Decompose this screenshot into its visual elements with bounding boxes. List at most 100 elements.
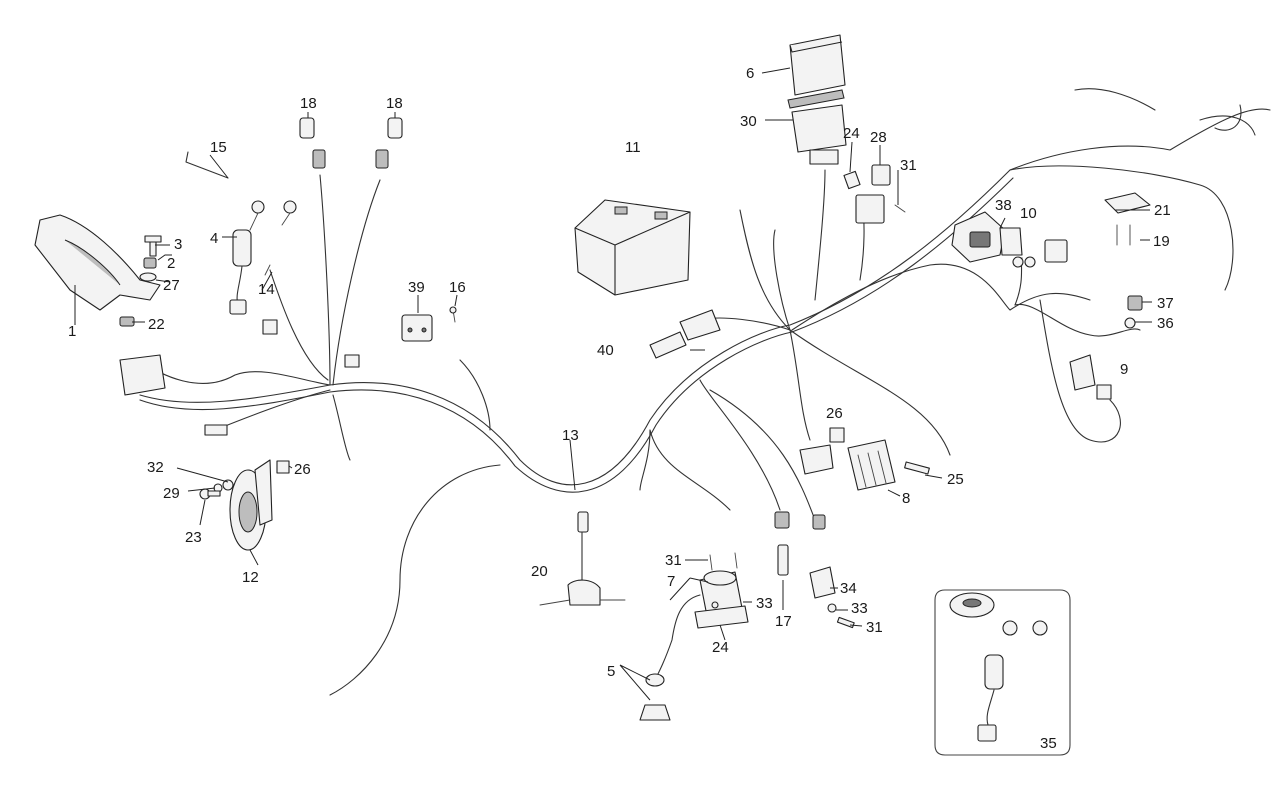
callout-31-coil: 31 — [665, 552, 682, 569]
hex-key — [185, 151, 229, 179]
callout-26-left: 26 — [294, 461, 311, 478]
callout-1: 1 — [68, 323, 76, 340]
ignition-lead-20 — [539, 511, 626, 606]
callout-9: 9 — [1120, 361, 1128, 378]
spark-plug-cap-5 — [639, 673, 671, 721]
regulator-connector — [799, 444, 834, 475]
terminal-36 — [1124, 317, 1136, 329]
fuse-holder — [649, 309, 721, 359]
callout-5: 5 — [607, 663, 615, 680]
callout-23: 23 — [185, 529, 202, 546]
pressure-switch-18a — [299, 117, 326, 169]
relay-28 — [855, 164, 891, 224]
callout-15: 15 — [210, 139, 227, 156]
sensor-9 — [1069, 354, 1112, 400]
switch-10 — [999, 227, 1023, 256]
ecu-bracket-30 — [791, 104, 847, 165]
plate-21 — [1104, 192, 1151, 214]
callout-18-left: 18 — [300, 95, 317, 112]
screws-19 — [1116, 224, 1131, 246]
leader-lines — [74, 67, 1152, 701]
callout-32: 32 — [147, 459, 164, 476]
dash-connector — [119, 354, 166, 396]
ignition-switch-kit-inset — [934, 589, 1071, 756]
washer-33b — [827, 603, 837, 613]
callout-37: 37 — [1157, 295, 1174, 312]
callout-33-sensor: 33 — [851, 600, 868, 617]
callout-39: 39 — [408, 279, 425, 296]
callout-22: 22 — [148, 316, 165, 333]
callout-13: 13 — [562, 427, 579, 444]
callout-34: 34 — [840, 580, 857, 597]
screw-31c — [836, 616, 855, 629]
callout-24-top: 24 — [843, 125, 860, 142]
screw-31a — [894, 204, 906, 213]
callout-26-right: 26 — [826, 405, 843, 422]
callout-31-top: 31 — [900, 157, 917, 174]
ignition-coil-7 — [654, 570, 743, 681]
callout-14: 14 — [258, 281, 275, 298]
callout-28: 28 — [870, 129, 887, 146]
connector-harness-right — [1012, 239, 1068, 268]
callout-24-bottom: 24 — [712, 639, 729, 656]
screw-3 — [144, 235, 162, 257]
bolt-23 — [199, 488, 221, 500]
callout-4: 4 — [210, 230, 218, 247]
callout-40: 40 — [597, 342, 614, 359]
callout-6: 6 — [746, 65, 754, 82]
callout-3: 3 — [174, 236, 182, 253]
washer-33a — [711, 601, 719, 609]
connector-small-c — [204, 424, 228, 436]
bracket-24b — [694, 605, 749, 629]
connector-small-b — [344, 354, 360, 368]
connector-small-a — [262, 319, 278, 335]
callout-35: 35 — [1040, 735, 1057, 752]
callout-17: 17 — [775, 613, 792, 630]
connector-34 — [809, 514, 836, 599]
callout-27: 27 — [163, 277, 180, 294]
callout-19: 19 — [1153, 233, 1170, 250]
ecu-module — [789, 34, 846, 96]
callout-21: 21 — [1154, 202, 1171, 219]
callout-labels: 1 2 3 4 5 6 7 8 9 10 11 12 13 14 15 16 1… — [68, 65, 1174, 752]
main-wiring-harness — [139, 88, 1271, 696]
grommet-2 — [143, 257, 157, 269]
callout-30: 30 — [740, 113, 757, 130]
ignition-switch — [229, 200, 297, 315]
callout-20: 20 — [531, 563, 548, 580]
callout-36: 36 — [1157, 315, 1174, 332]
pressure-switch-18b — [375, 117, 403, 169]
sensor-17 — [774, 511, 790, 576]
callout-38: 38 — [995, 197, 1012, 214]
callout-29: 29 — [163, 485, 180, 502]
starter-relay-38 — [951, 211, 1006, 263]
nut-22 — [119, 316, 135, 327]
callout-12: 12 — [242, 569, 259, 586]
bracket-24a — [843, 170, 861, 190]
bolt-25 — [904, 461, 930, 475]
callout-10: 10 — [1020, 205, 1037, 222]
washer-32 — [222, 479, 234, 491]
callout-16: 16 — [449, 279, 466, 296]
ecu-pad — [787, 89, 845, 109]
callout-11: 11 — [625, 139, 641, 156]
screw-31b — [709, 552, 738, 571]
callout-25: 25 — [947, 471, 964, 488]
callout-18-right: 18 — [386, 95, 403, 112]
horn — [229, 459, 273, 551]
callout-7: 7 — [667, 573, 675, 590]
connector-14 — [264, 264, 271, 276]
callout-2: 2 — [167, 255, 175, 272]
cap-37 — [1127, 295, 1143, 311]
instrument-cluster — [34, 214, 161, 311]
screw-16 — [449, 306, 457, 323]
bracket-26b — [829, 427, 845, 443]
relay-39 — [401, 314, 433, 342]
regulator-rectifier — [847, 439, 896, 491]
callout-8: 8 — [902, 490, 910, 507]
callout-33-coil: 33 — [756, 595, 773, 612]
washer-27 — [139, 272, 157, 282]
bracket-26a — [276, 460, 290, 474]
battery — [574, 199, 691, 296]
